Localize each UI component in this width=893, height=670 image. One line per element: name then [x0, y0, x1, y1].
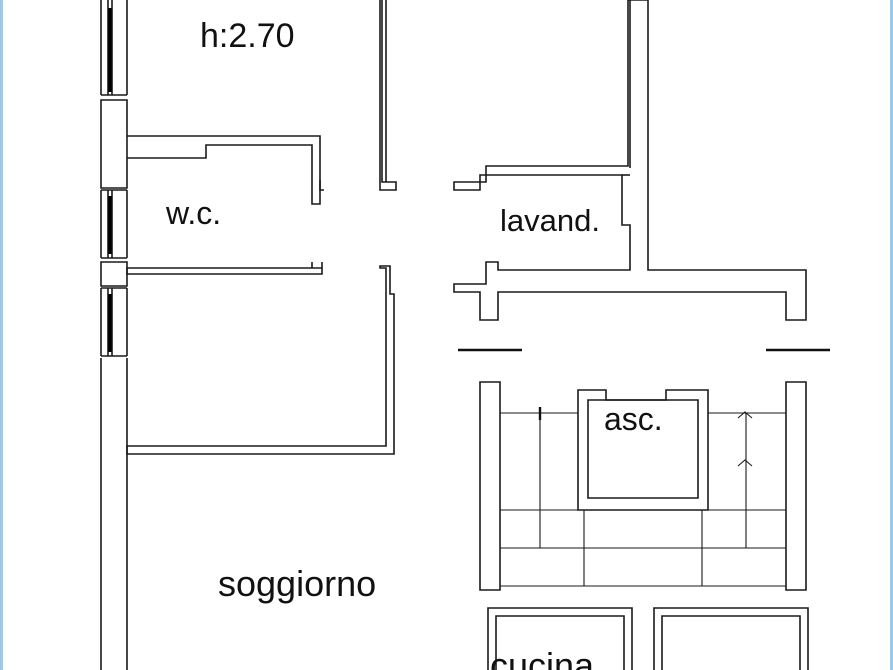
elevator-label: asc. — [604, 401, 663, 437]
kitchen-walls — [487, 607, 809, 670]
ceiling-height-label: h:2.70 — [200, 17, 295, 55]
left-edge-stripe — [0, 0, 3, 670]
living-room-label: soggiorno — [218, 563, 376, 604]
stair-core — [479, 381, 807, 591]
right-edge-stripe — [890, 0, 893, 670]
wc-room-label: w.c. — [165, 195, 221, 231]
laundry-walls — [453, 0, 807, 321]
wc-walls — [126, 135, 324, 275]
exterior-wall-left — [100, 0, 128, 670]
kitchen-room-label: cucina — [490, 645, 595, 670]
corridor-walls — [126, 0, 397, 455]
laundry-room-label: lavand. — [500, 203, 600, 238]
